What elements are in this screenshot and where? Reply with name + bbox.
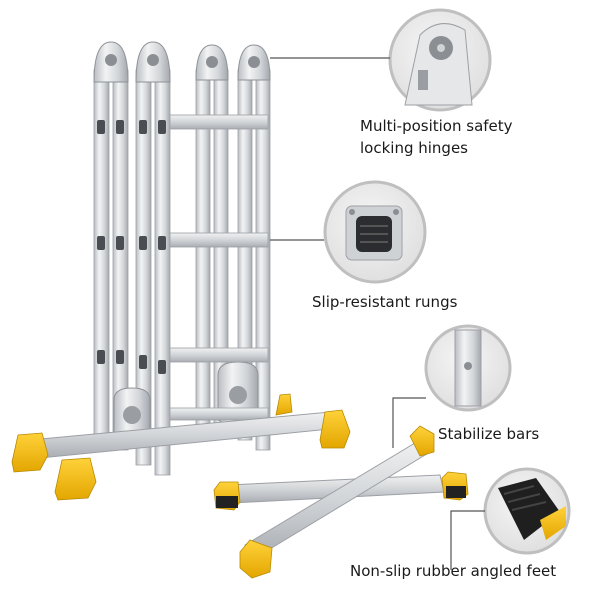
callout-lines <box>270 57 485 570</box>
ladder-feet <box>11 393 351 501</box>
callout-hinges-line1: Multi-position safety <box>360 117 513 135</box>
ladder-back-section <box>195 44 271 451</box>
rung-closeup-icon <box>323 180 427 284</box>
callout-bars-label: Stabilize bars <box>438 425 540 443</box>
bar-closeup-icon <box>424 324 512 412</box>
callout-rungs-label: Slip-resistant rungs <box>312 293 458 311</box>
callout-hinges-label: Multi-position safety locking hinges <box>360 115 513 159</box>
ladder-front-section <box>93 41 171 476</box>
detached-stabilizer-bars <box>213 425 469 579</box>
foot-closeup-icon <box>483 467 571 555</box>
callout-feet-label: Non-slip rubber angled feet <box>350 562 557 580</box>
callout-hinges-line2: locking hinges <box>360 139 468 157</box>
hinge-closeup-icon <box>388 8 492 112</box>
